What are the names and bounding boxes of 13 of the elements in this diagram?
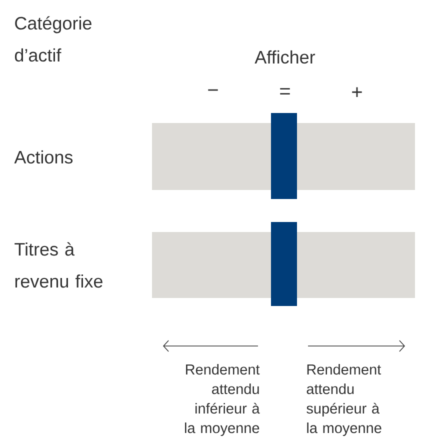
marker-bar (271, 222, 297, 306)
row-label: Titres à revenu fixe (14, 242, 102, 288)
row-label: Actions (14, 150, 73, 164)
scale-symbol: − (208, 89, 218, 91)
scale-symbol: + (352, 87, 362, 98)
column-header: Catégorie d’actif (14, 16, 92, 62)
value-bar (152, 232, 415, 298)
marker-bar (271, 113, 297, 199)
axis-note: Rendement attendu supérieur à la moyenne (306, 364, 382, 436)
value-bar (152, 123, 415, 190)
scale-symbol: = (280, 88, 290, 95)
axis-note: Rendement attendu inférieur à la moyenne (185, 364, 260, 436)
column-header: Afficher (254, 50, 316, 64)
